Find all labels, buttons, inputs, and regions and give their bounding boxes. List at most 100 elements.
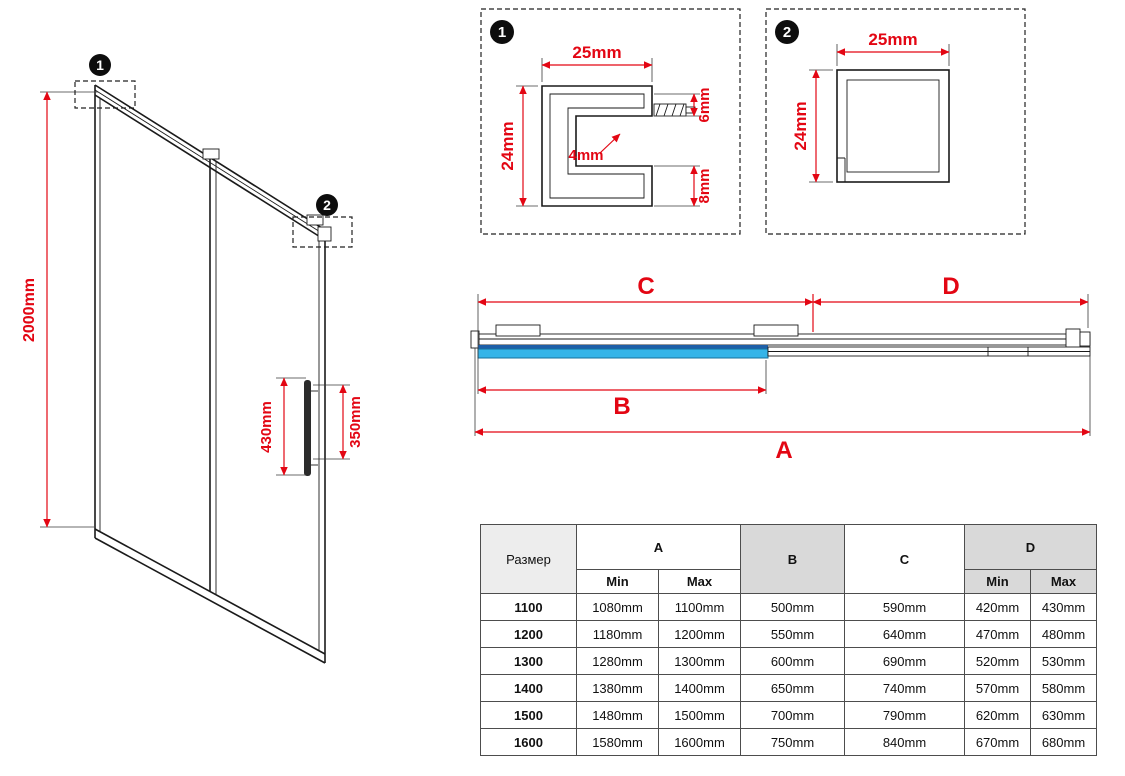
cell-b: 500mm	[740, 593, 845, 621]
cell-d-max: 680mm	[1030, 728, 1097, 756]
dim-d1-slot: 4mm	[568, 133, 621, 164]
cell-a-min: 1280mm	[576, 647, 659, 675]
detail-2-view: 2 25mm 24mm	[765, 8, 1026, 235]
dim-4mm-label: 4mm	[568, 147, 603, 164]
cell-a-min: 1180mm	[576, 620, 659, 648]
cell-size: 1600	[480, 728, 577, 756]
dim-d1-width: 25mm	[541, 43, 653, 82]
table-row: 1200 1180mm 1200mm 550mm 640mm 470mm 480…	[480, 620, 1097, 648]
table-subheader-a-min: Min	[576, 569, 659, 594]
cell-d-min: 670mm	[964, 728, 1031, 756]
cell-a-max: 1300mm	[658, 647, 741, 675]
cell-c: 590mm	[844, 593, 965, 621]
dim-a-label: A	[775, 437, 792, 464]
cell-a-max: 1200mm	[658, 620, 741, 648]
table-subheader-d-max: Max	[1030, 569, 1097, 594]
table-header-a: A	[576, 524, 741, 570]
dim-d2-height: 24mm	[791, 69, 833, 183]
cell-a-max: 1400mm	[658, 674, 741, 702]
rail-assembly	[470, 324, 1091, 359]
table-subheader-a-max: Max	[658, 569, 741, 594]
cell-a-min: 1580mm	[576, 728, 659, 756]
rail-end-bracket	[1065, 328, 1081, 350]
dim-d1-bottom-flange: 8mm	[654, 165, 713, 207]
plan-view: C D B A	[470, 273, 1091, 464]
callout-1-badge	[89, 54, 111, 76]
door-handle	[304, 380, 311, 476]
dim-c-label: C	[637, 273, 654, 300]
detail-2-number: 2	[783, 24, 791, 41]
dim-b: B	[477, 332, 767, 420]
dim-430mm-label: 430mm	[258, 401, 275, 453]
roller-icon	[306, 214, 324, 226]
cell-b: 650mm	[740, 674, 845, 702]
iso-view: 2000mm 430mm 350mm 1 2	[21, 54, 364, 664]
cell-a-max: 1100mm	[658, 593, 741, 621]
dim-d: D	[812, 273, 1089, 328]
callout-2-badge	[316, 194, 338, 216]
dim-handle-height: 430mm	[258, 377, 306, 476]
dim-25mm-label: 25mm	[572, 43, 621, 62]
dim-handle-span: 350mm	[313, 384, 364, 460]
cell-a-min: 1380mm	[576, 674, 659, 702]
dim-b-label: B	[613, 393, 630, 420]
dim-d1-top-flange: 6mm	[654, 87, 713, 123]
dim-25mm-label: 25mm	[868, 30, 917, 49]
cell-a-min: 1480mm	[576, 701, 659, 729]
dim-8mm-label: 8mm	[696, 168, 713, 203]
cell-d-max: 580mm	[1030, 674, 1097, 702]
door-frame	[94, 84, 332, 664]
roller-carriage-icon	[495, 324, 541, 337]
cell-a-max: 1500mm	[658, 701, 741, 729]
dim-350mm-label: 350mm	[347, 396, 364, 448]
rail-end-plate	[1079, 331, 1091, 347]
cell-size: 1300	[480, 647, 577, 675]
square-profile-section	[836, 69, 950, 183]
detail-1-number: 1	[498, 24, 506, 41]
dim-d-label: D	[942, 273, 959, 300]
table-header-size: Размер	[480, 524, 577, 594]
dim-24mm-label: 24mm	[498, 121, 517, 170]
cell-b: 550mm	[740, 620, 845, 648]
dim-d1-height: 24mm	[498, 85, 538, 207]
callout-1-number: 1	[96, 57, 104, 73]
callout-2: 2	[292, 194, 353, 248]
cell-d-min: 570mm	[964, 674, 1031, 702]
dim-c: C	[477, 273, 814, 332]
table-row: 1400 1380mm 1400mm 650mm 740mm 570mm 580…	[480, 674, 1097, 702]
glass-clip	[653, 103, 696, 117]
roller-carriage-icon	[753, 324, 799, 337]
cell-c: 640mm	[844, 620, 965, 648]
cell-d-min: 520mm	[964, 647, 1031, 675]
cell-c: 740mm	[844, 674, 965, 702]
roller-icon	[202, 148, 220, 160]
dim-24mm-label: 24mm	[791, 101, 810, 150]
dim-a: A	[474, 348, 1091, 464]
cell-size: 1100	[480, 593, 577, 621]
dim-d2-width: 25mm	[836, 30, 950, 66]
cell-size: 1500	[480, 701, 577, 729]
table-subheader-d-min: Min	[964, 569, 1031, 594]
cell-c: 840mm	[844, 728, 965, 756]
wall-bracket	[317, 226, 332, 242]
cell-d-min: 420mm	[964, 593, 1031, 621]
cell-b: 600mm	[740, 647, 845, 675]
cell-a-min: 1080mm	[576, 593, 659, 621]
table-header-d: D	[964, 524, 1097, 570]
size-table: Размер A B C D Min Max Min Max 1100 1080…	[480, 524, 1097, 756]
table-row: 1500 1480mm 1500mm 700mm 790mm 620mm 630…	[480, 701, 1097, 729]
profile-section	[541, 85, 696, 207]
cell-b: 700mm	[740, 701, 845, 729]
cell-d-max: 430mm	[1030, 593, 1097, 621]
cell-size: 1200	[480, 620, 577, 648]
table-row: 1100 1080mm 1100mm 500mm 590mm 420mm 430…	[480, 593, 1097, 621]
cell-b: 750mm	[740, 728, 845, 756]
glass-panel-edge	[478, 345, 768, 349]
cell-c: 790mm	[844, 701, 965, 729]
cell-d-max: 630mm	[1030, 701, 1097, 729]
cell-size: 1400	[480, 674, 577, 702]
cell-d-min: 620mm	[964, 701, 1031, 729]
table-row: 1300 1280mm 1300mm 600mm 690mm 520mm 530…	[480, 647, 1097, 675]
table-header-b: B	[740, 524, 845, 594]
